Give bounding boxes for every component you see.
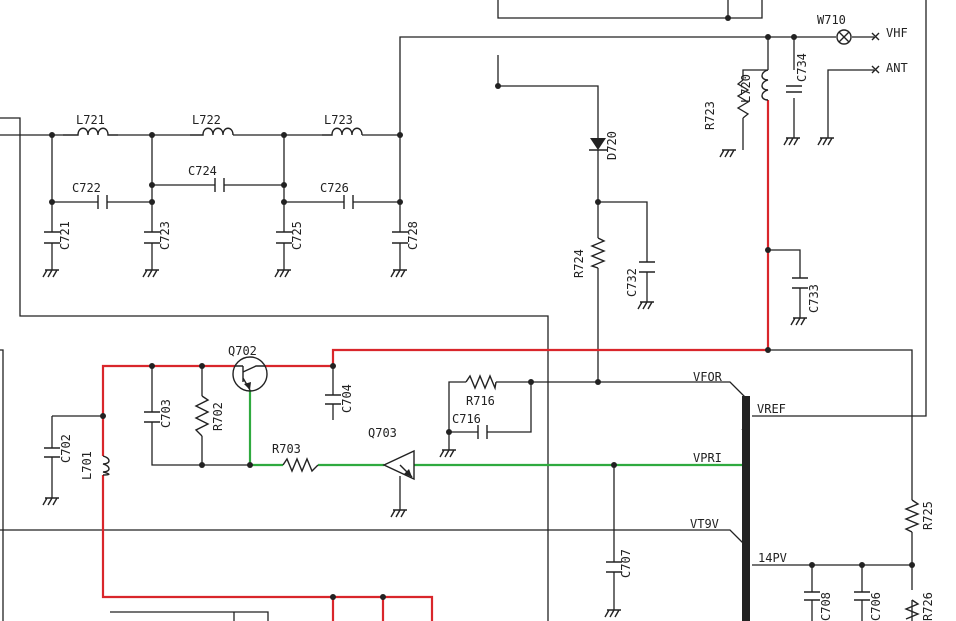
bus-bar-bevel — [741, 423, 748, 431]
label-c704: C704 — [340, 384, 354, 413]
q703-device — [382, 449, 415, 481]
label-c726: C726 — [320, 181, 349, 195]
bus-bar — [742, 396, 750, 621]
label-c702: C702 — [59, 434, 73, 463]
red-highlight-path — [101, 100, 770, 621]
label-r716: R716 — [466, 394, 495, 408]
label-vfor: VFOR — [693, 370, 723, 384]
ground-symbols — [42, 137, 834, 618]
label-vref: VREF — [757, 402, 786, 416]
r724-resistor — [590, 237, 606, 269]
label-q702: Q702 — [228, 344, 257, 358]
label-14pv: 14PV — [758, 551, 787, 565]
label-ant: ANT — [886, 61, 908, 75]
label-c725: C725 — [290, 221, 304, 250]
label-l722: L722 — [192, 113, 221, 127]
c726-capacitor — [343, 195, 354, 209]
green-highlight-path — [248, 390, 746, 467]
c721-capacitor — [44, 231, 60, 244]
label-c703: C703 — [159, 399, 173, 428]
label-c722: C722 — [72, 181, 101, 195]
label-r723: R723 — [703, 101, 717, 130]
label-w710: W710 — [817, 13, 846, 27]
label-q703: Q703 — [368, 426, 397, 440]
c703-capacitor — [144, 411, 160, 423]
c734-capacitor — [786, 85, 802, 93]
l723-inductor — [322, 127, 363, 136]
l721-inductor — [63, 127, 118, 136]
c725-capacitor — [276, 231, 292, 244]
vhf-terminal-x — [871, 32, 880, 41]
l701-inductor — [102, 455, 110, 476]
label-c728: C728 — [406, 221, 420, 250]
label-r702: R702 — [211, 402, 225, 431]
c707-capacitor — [606, 561, 622, 573]
component-labels: W710 VHF ANT L720 C734 R723 D720 L721 L7… — [58, 13, 935, 621]
c702-capacitor — [44, 447, 60, 458]
d720-diode — [589, 138, 607, 151]
c724-capacitor — [214, 178, 225, 192]
label-c721: C721 — [58, 221, 72, 250]
c723-capacitor — [144, 231, 160, 244]
label-c734: C734 — [795, 53, 809, 82]
label-vpri: VPRI — [693, 451, 722, 465]
junction-dots — [49, 15, 915, 600]
label-c732: C732 — [625, 268, 639, 297]
label-r703: R703 — [272, 442, 301, 456]
label-d720: D720 — [605, 131, 619, 160]
r703-resistor — [282, 457, 319, 473]
c716-capacitor — [477, 425, 488, 439]
label-c706: C706 — [869, 592, 883, 621]
c706-capacitor — [854, 591, 870, 601]
label-c724: C724 — [188, 164, 217, 178]
black-wires — [0, 0, 927, 621]
l720-inductor — [761, 69, 769, 101]
c733-capacitor — [792, 277, 808, 289]
label-c708: C708 — [819, 592, 833, 621]
label-r724: R724 — [572, 249, 586, 278]
c722-capacitor — [97, 195, 108, 209]
q702-transistor — [232, 356, 268, 392]
label-r725: R725 — [921, 501, 935, 530]
ant-terminal-x — [871, 65, 880, 74]
r725-resistor — [904, 499, 920, 533]
label-l723: L723 — [324, 113, 353, 127]
w710-connector — [836, 29, 852, 45]
label-l720: L720 — [739, 74, 753, 103]
r726-resistor — [904, 599, 920, 620]
label-vt9v: VT9V — [690, 517, 719, 531]
label-vhf: VHF — [886, 26, 908, 40]
c728-capacitor — [392, 231, 408, 244]
label-l721: L721 — [76, 113, 105, 127]
label-c707: C707 — [619, 549, 633, 578]
r716-resistor — [465, 374, 497, 391]
label-c716: C716 — [452, 412, 481, 426]
c704-capacitor — [325, 394, 341, 405]
label-l701: L701 — [80, 451, 94, 480]
label-r726: R726 — [921, 592, 935, 621]
label-c723: C723 — [158, 221, 172, 250]
l722-inductor — [190, 127, 234, 136]
c732-capacitor — [639, 261, 655, 273]
label-c733: C733 — [807, 284, 821, 313]
r702-resistor — [194, 395, 210, 437]
c708-capacitor — [804, 591, 820, 601]
